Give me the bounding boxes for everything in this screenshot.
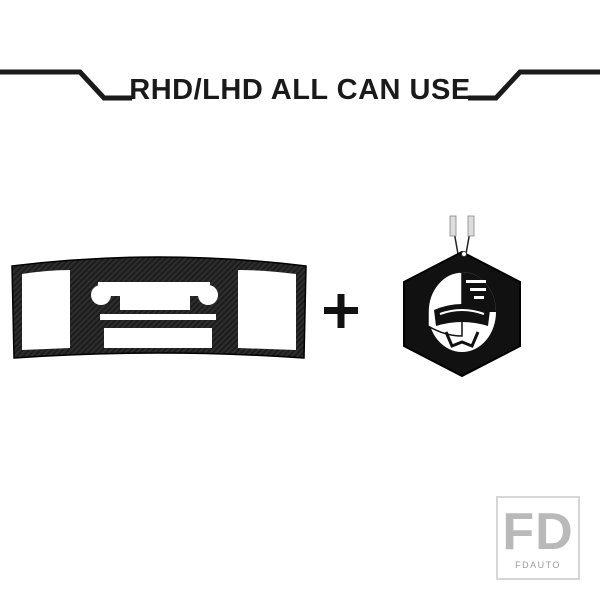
plus-icon <box>318 288 364 334</box>
hexagon-air-freshener-icon <box>400 214 530 384</box>
carbon-fiber-center-console-trim-icon <box>8 248 310 366</box>
logo-subtext: FDAUTO <box>515 560 561 570</box>
fdauto-logo: FD FDAUTO <box>496 496 580 580</box>
banner: RHD/LHD ALL CAN USE <box>0 60 600 110</box>
logo-letters: FD <box>502 503 574 561</box>
banner-decoration <box>0 69 600 101</box>
banner-title: RHD/LHD ALL CAN USE <box>129 74 471 106</box>
